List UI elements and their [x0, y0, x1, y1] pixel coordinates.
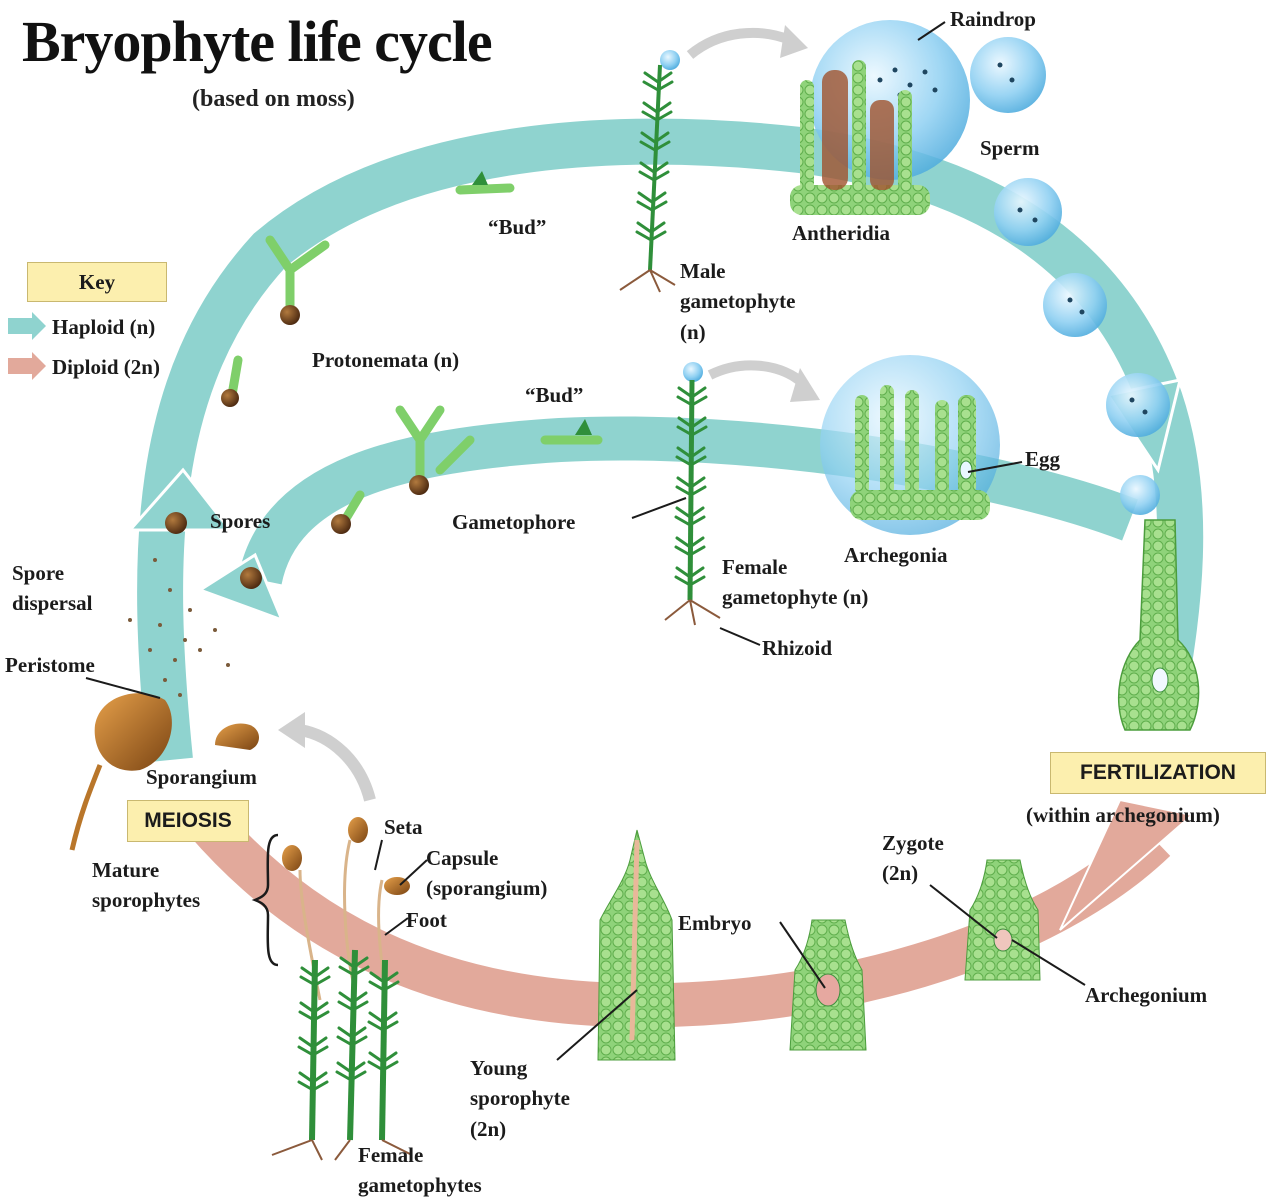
sperm-drop-4: [1120, 475, 1160, 515]
page-subtitle: (based on moss): [192, 86, 355, 112]
female-gametophyte-label: Female gametophyte (n): [722, 555, 869, 610]
foot-label: Foot: [406, 908, 447, 932]
haploid-outer-arc: [137, 118, 1204, 763]
male-gametophyte-label: Male gametophyte (n): [680, 259, 796, 344]
rhizoid-label: Rhizoid: [762, 636, 833, 660]
embryo-label: Embryo: [678, 911, 752, 935]
protonemata-label: Protonemata (n): [312, 348, 460, 372]
key-diploid-swatch: [8, 352, 46, 380]
grey-arrowhead-sporangium: [278, 712, 305, 748]
young-sporophyte-stalk: [629, 839, 640, 1041]
sporangium-cap: [215, 723, 259, 750]
peristome-capsule: [69, 693, 172, 851]
grey-arrow-sporangium: [298, 724, 376, 802]
male-gametophyte-plant: [619, 64, 676, 293]
protonema-spore-top-2: [221, 389, 239, 407]
female-gametophytes-illustration: [271, 949, 413, 1161]
raindrop-small: [970, 37, 1046, 113]
sperm-drop-1: [994, 178, 1062, 246]
haploid-arrow-inner: [196, 552, 285, 623]
egg-label: Egg: [1025, 447, 1061, 471]
mature-sporophytes-label: Mature sporophytes: [92, 858, 201, 913]
raindrop-large: [810, 20, 970, 180]
key-diploid-label: Diploid (2n): [52, 355, 160, 379]
bud-top-label: “Bud”: [488, 215, 547, 239]
grey-arrowhead-middle: [790, 368, 820, 402]
fertilization-label: FERTILIZATION: [1050, 752, 1266, 794]
spores-label: Spores: [210, 509, 271, 533]
leader-lines: [85, 21, 1086, 1061]
key-haploid-label: Haploid (n): [52, 315, 156, 339]
archegonium-label: Archegonium: [1085, 983, 1208, 1007]
grey-arrow-top: [686, 27, 792, 59]
key-haploid-swatch: [8, 312, 46, 340]
protonema-spore-top-1: [280, 305, 300, 325]
spore-dispersal-dots: [128, 558, 230, 697]
antheridia-label: Antheridia: [792, 221, 891, 245]
key-heading: Key: [27, 262, 167, 302]
protonema-spore-mid-1: [409, 475, 429, 495]
zygote-cell: [993, 928, 1013, 952]
spore-on-outer-arrow: [165, 512, 187, 534]
sperm-label: Sperm: [980, 136, 1040, 160]
young-sporophyte-label: Young sporophyte (2n): [470, 1056, 570, 1141]
protonemata-top: [227, 183, 515, 400]
female-gametophytes-label: Female gametophytes: [358, 1143, 482, 1198]
raindrop-label: Raindrop: [950, 7, 1036, 31]
grey-arrowhead-top: [780, 25, 808, 58]
archegonia-illustration: [850, 385, 990, 520]
bud-top-leaf: [472, 171, 488, 185]
bud-middle-label: “Bud”: [525, 383, 584, 407]
within-archegonium-label: (within archegonium): [1026, 803, 1220, 827]
drop-on-male: [660, 50, 680, 70]
drop-on-female: [683, 362, 703, 382]
spore-on-inner-arrow: [240, 567, 262, 589]
diploid-arrowhead: [1059, 798, 1195, 931]
sperm-dots: [877, 62, 1148, 415]
capsule-label: Capsule (sporangium): [426, 846, 548, 901]
peristome-label: Peristome: [5, 653, 95, 677]
grey-arrow-middle: [707, 360, 809, 389]
fertilization-archegonium: [1117, 519, 1200, 731]
archegonia-label: Archegonia: [844, 543, 948, 567]
female-gametophyte-plant: [664, 379, 721, 626]
sperm-drop-2: [1043, 273, 1107, 337]
sporophytes-brace: [251, 833, 279, 967]
sperm-drop-3: [1106, 373, 1170, 437]
seta-label: Seta: [384, 815, 423, 839]
protonema-spore-mid-2: [331, 514, 351, 534]
zygote-label: Zygote (2n): [882, 831, 944, 886]
spore-dispersal-label: Spore dispersal: [12, 561, 93, 616]
gametophore-label: Gametophore: [452, 510, 576, 534]
zygote-archegonium-illustration: [964, 859, 1041, 981]
bud-middle-leaf: [575, 419, 592, 435]
page-title: Bryophyte life cycle: [22, 9, 493, 74]
sporangium-label: Sporangium: [146, 765, 257, 789]
haploid-inner-arc: [238, 416, 1138, 586]
protonemata-middle: [340, 405, 603, 525]
antheridia-illustration: [790, 60, 930, 215]
meiosis-label: MEIOSIS: [127, 800, 249, 842]
